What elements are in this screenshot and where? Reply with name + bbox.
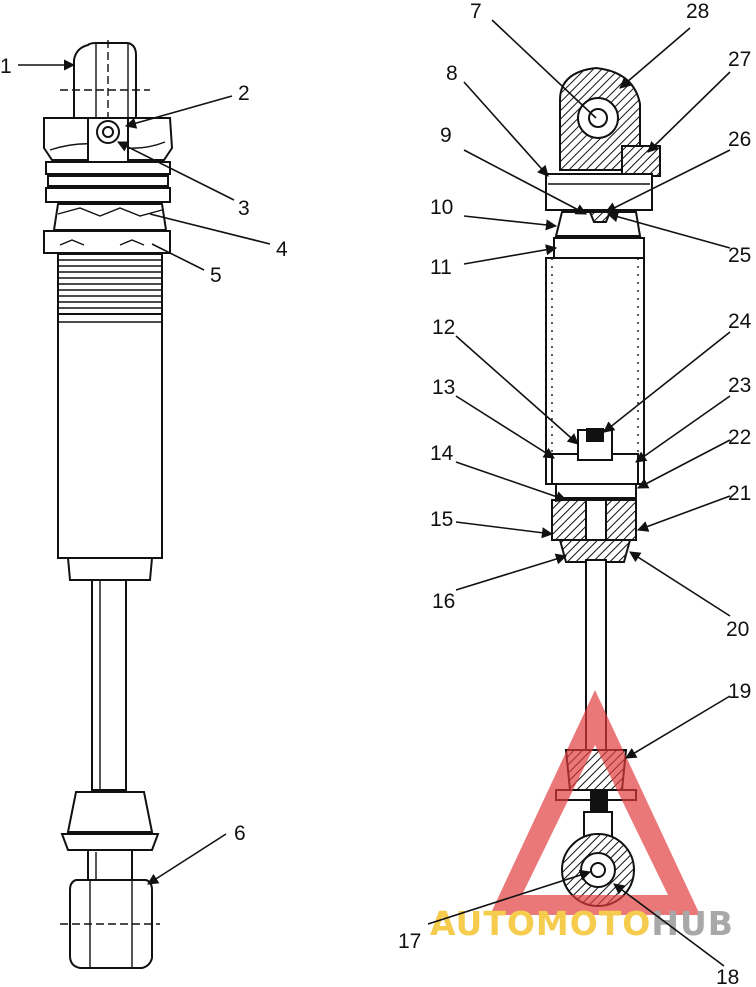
callout-25: 25 [728, 244, 751, 267]
callout-13: 13 [432, 376, 455, 399]
watermark-text-auto: AUTOMOTO [430, 904, 651, 943]
callout-2: 2 [238, 82, 250, 105]
callout-24: 24 [728, 310, 752, 333]
callout-9: 9 [440, 124, 452, 147]
callout-20: 20 [726, 618, 749, 641]
callout-26: 26 [728, 128, 751, 151]
cutaway-view [545, 66, 661, 907]
callout-4: 4 [276, 238, 288, 261]
callout-5: 5 [210, 264, 222, 287]
callout-12: 12 [432, 316, 455, 339]
callout-16: 16 [432, 590, 455, 613]
callout-3: 3 [238, 197, 250, 220]
callout-23: 23 [728, 374, 751, 397]
callout-17: 17 [398, 930, 421, 953]
callout-14: 14 [430, 442, 454, 465]
exterior-view [43, 40, 174, 969]
leader-lines [18, 19, 731, 967]
callout-19: 19 [728, 680, 751, 703]
callout-18: 18 [716, 966, 739, 987]
callout-10: 10 [430, 196, 453, 219]
callout-27: 27 [728, 48, 751, 71]
watermark: AUTOMOTOHUB [430, 690, 734, 943]
callout-22: 22 [728, 426, 751, 449]
callout-11: 11 [430, 256, 452, 279]
callout-8: 8 [446, 62, 458, 85]
callout-1: 1 [0, 55, 12, 78]
callout-6: 6 [234, 822, 246, 845]
callout-7: 7 [470, 0, 482, 23]
callout-28: 28 [686, 0, 709, 23]
callout-15: 15 [430, 508, 453, 531]
watermark-triangle-icon [490, 690, 700, 915]
svg-text:AUTOMOTOHUB: AUTOMOTOHUB [430, 904, 734, 943]
watermark-text-hub: HUB [651, 904, 734, 943]
callout-21: 21 [728, 482, 751, 505]
